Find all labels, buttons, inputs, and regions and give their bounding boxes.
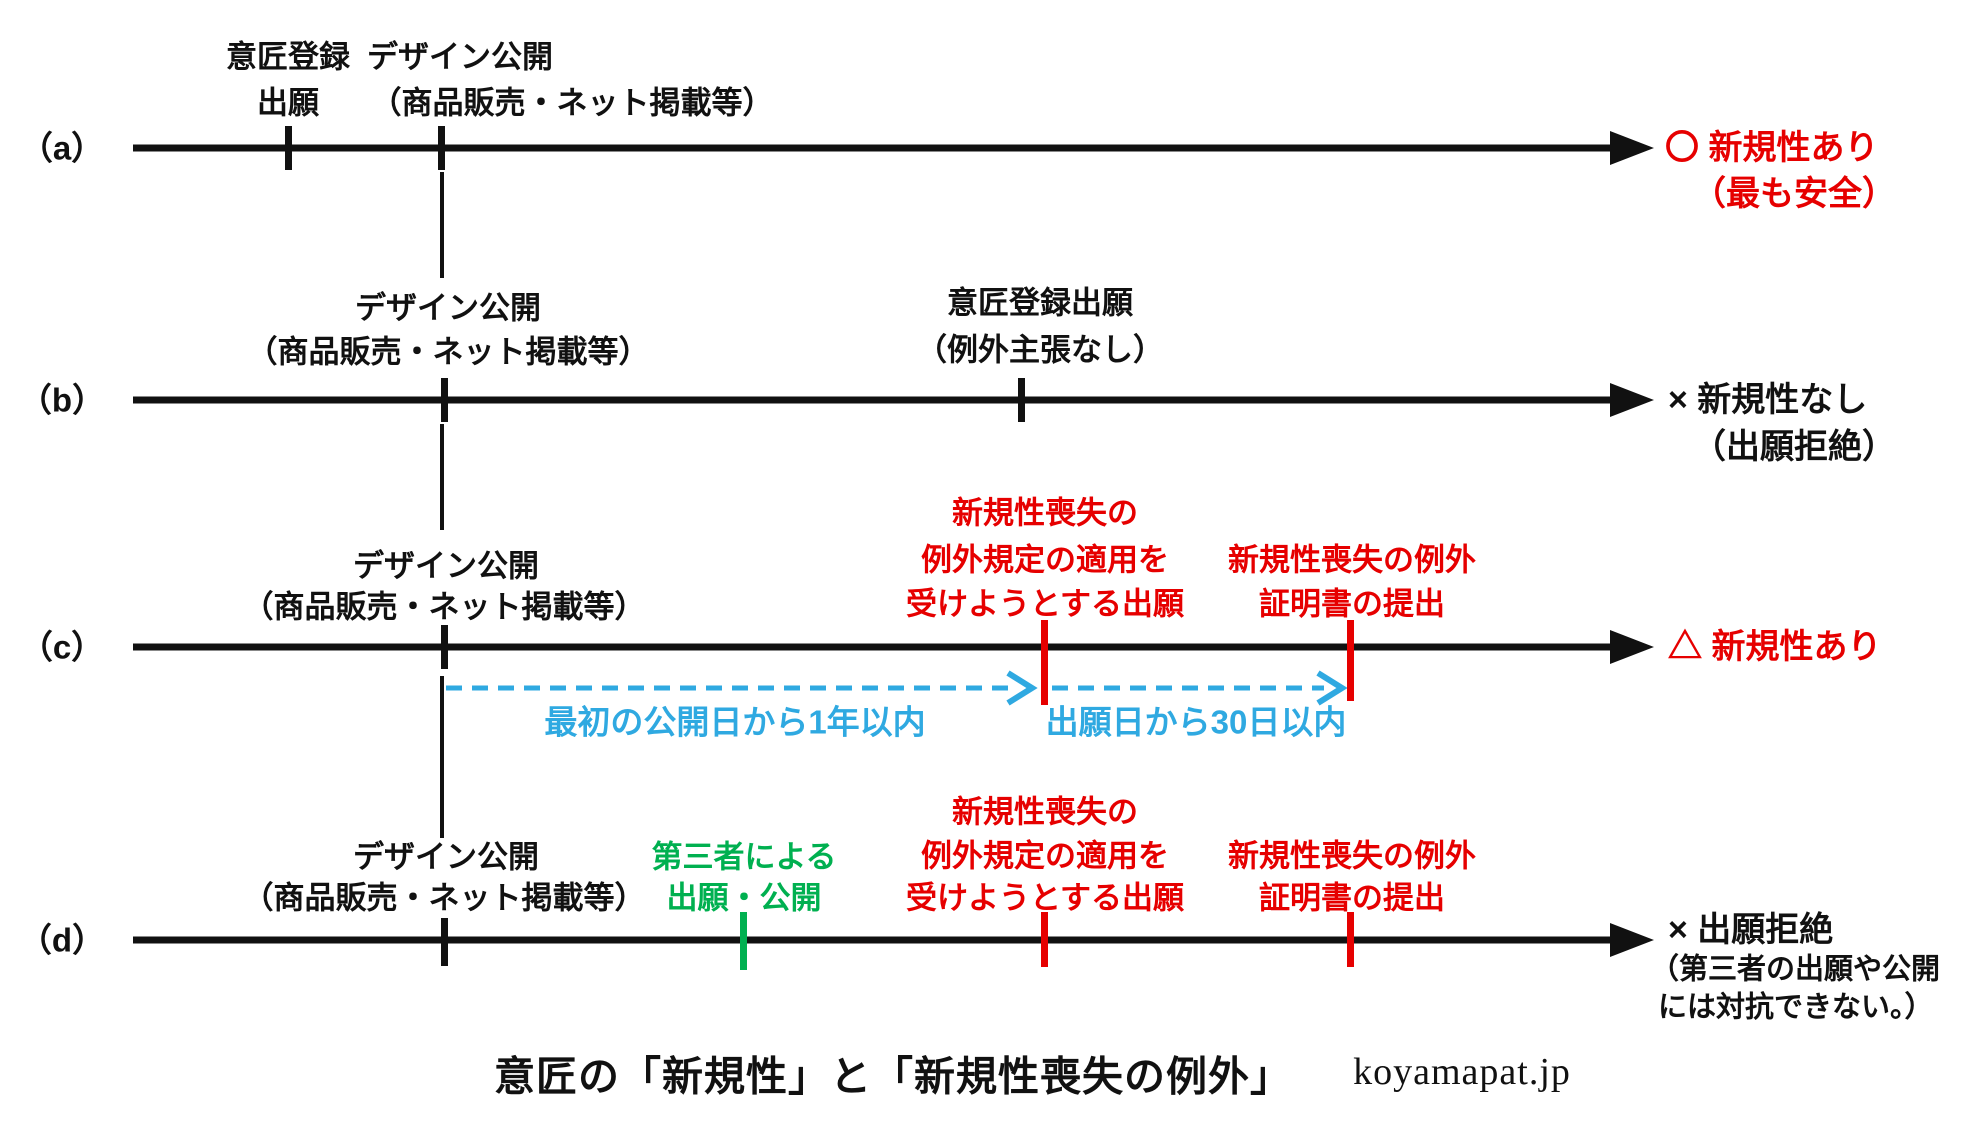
tick-b-disclosure <box>441 378 448 422</box>
a-result-line1: 〇 新規性あり <box>1665 129 1879 167</box>
a-disclosure-label-line2: （商品販売・ネット掲載等） <box>370 85 774 121</box>
c-claim-label-line2: 例外規定の適用を <box>921 542 1169 578</box>
row-a-label: （a） <box>19 129 105 167</box>
tick-d-thirdparty-green <box>740 912 747 970</box>
tick-c-disclosure <box>441 625 448 669</box>
watermark-text: koyamapat.jp <box>1353 1051 1571 1093</box>
tick-d-cert-red <box>1347 912 1354 967</box>
tick-a-disclosure <box>438 126 445 170</box>
d-claim-label-line1: 新規性喪失の <box>952 794 1138 830</box>
b-filing-label-line1: 意匠登録出願 <box>947 285 1133 321</box>
a-filing-label-line2: 出願 <box>257 85 319 121</box>
arrowhead-b-icon <box>1610 383 1654 417</box>
period-arrow-1yr-head-icon <box>1006 670 1038 706</box>
tick-a-filing <box>285 126 292 170</box>
d-claim-label-line2: 例外規定の適用を <box>921 838 1169 874</box>
period-arrow-30d-head-icon <box>1316 670 1348 706</box>
tick-d-claim-red <box>1041 912 1048 967</box>
c-claim-label-line1: 新規性喪失の <box>952 495 1138 531</box>
tick-b-filing <box>1018 378 1025 422</box>
d-result-line1: × 出願拒絶 <box>1668 911 1834 949</box>
diagram-title: 意匠の「新規性」と「新規性喪失の例外」 <box>494 1053 1292 1100</box>
b-filing-label-line2: （例外主張なし） <box>916 332 1164 368</box>
connector-c-d <box>440 676 444 838</box>
connector-a-b <box>440 172 444 278</box>
a-disclosure-label-line1: デザイン公開 <box>367 39 553 75</box>
c-cert-label-line1: 新規性喪失の例外 <box>1228 542 1476 578</box>
b-disclosure-label-line2: （商品販売・ネット掲載等） <box>246 334 650 370</box>
c-period-30d-label: 出願日から30日以内 <box>1045 703 1347 741</box>
d-claim-label-line3: 受けようとする出願 <box>905 880 1185 916</box>
a-result-line2: （最も安全） <box>1692 175 1896 213</box>
d-disclosure-label-line1: デザイン公開 <box>353 839 539 875</box>
arrowhead-c-icon <box>1610 630 1654 664</box>
b-result-line2: （出願拒絶） <box>1692 428 1896 466</box>
d-disclosure-label-line2: （商品販売・ネット掲載等） <box>242 880 646 916</box>
row-b-label: （b） <box>18 381 106 419</box>
c-result-line1: △ 新規性あり <box>1668 628 1882 666</box>
b-disclosure-label-line1: デザイン公開 <box>355 290 541 326</box>
arrowhead-a-icon <box>1610 131 1654 165</box>
d-cert-label-line1: 新規性喪失の例外 <box>1228 838 1476 874</box>
d-thirdparty-label-line2: 出願・公開 <box>666 880 822 916</box>
c-claim-label-line3: 受けようとする出願 <box>905 586 1185 622</box>
tick-c-claim-red <box>1041 620 1048 705</box>
tick-c-cert-red <box>1347 620 1354 701</box>
c-disclosure-label-line1: デザイン公開 <box>353 548 539 584</box>
d-thirdparty-label-line1: 第三者による <box>651 839 837 875</box>
b-result-line1: × 新規性なし <box>1668 381 1868 419</box>
d-result-line2: （第三者の出願や公開 <box>1650 953 1941 986</box>
d-result-line3: には対抗できない。） <box>1658 991 1934 1024</box>
a-filing-label-line1: 意匠登録 <box>226 39 350 75</box>
row-d-label: （d） <box>18 921 106 959</box>
arrowhead-d-icon <box>1610 923 1654 957</box>
c-period-1yr-label: 最初の公開日から1年以内 <box>544 703 926 741</box>
d-cert-label-line2: 証明書の提出 <box>1259 880 1445 916</box>
row-c-label: （c） <box>19 628 105 666</box>
connector-b-c <box>440 424 444 530</box>
tick-d-disclosure <box>441 918 448 966</box>
c-cert-label-line2: 証明書の提出 <box>1259 586 1445 622</box>
c-disclosure-label-line2: （商品販売・ネット掲載等） <box>242 589 646 625</box>
